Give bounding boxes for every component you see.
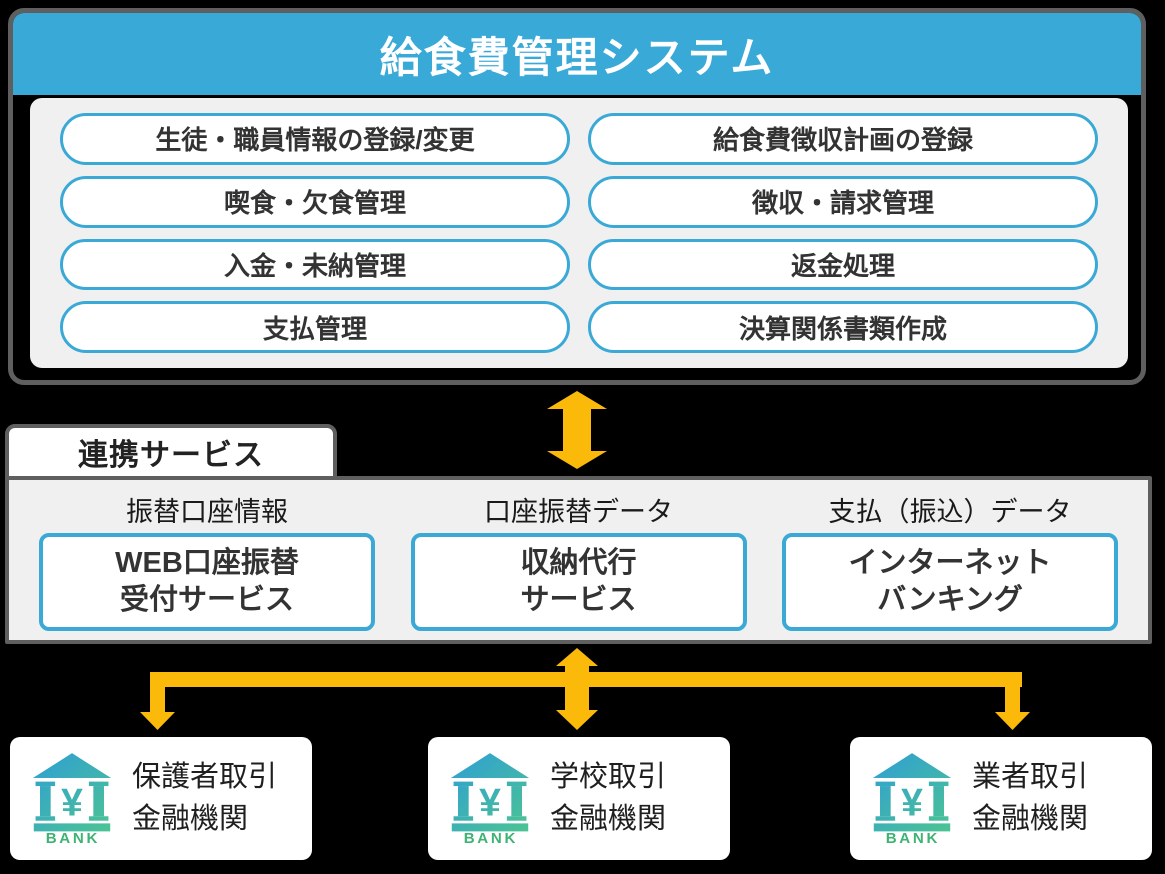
- bank-text: 学校取引 金融機関: [550, 757, 666, 839]
- module-deposit-arrears-management: 入金・未納管理: [60, 238, 570, 291]
- system-box: 給食費管理システム 生徒・職員情報の登録/変更 給食費徴収計画の登録 喫食・欠食…: [8, 8, 1146, 385]
- yen-symbol: ¥: [479, 781, 501, 824]
- services-panel: 振替口座情報 WEB口座振替 受付サービス 口座振替データ 収納代行 サービス …: [5, 476, 1152, 644]
- bank-line2: 金融機関: [550, 802, 667, 835]
- arrow-system-services: [547, 391, 607, 469]
- arrow-bar: [150, 672, 1022, 687]
- bank-box-guardian: ¥ BANK 保護者取引 金融機関: [10, 737, 312, 860]
- module-student-staff-registration: 生徒・職員情報の登録/変更: [60, 113, 570, 165]
- bank-label: BANK: [46, 830, 100, 845]
- yen-symbol: ¥: [61, 781, 83, 824]
- yen-symbol: ¥: [901, 781, 923, 824]
- module-refund-processing: 返金処理: [588, 238, 1098, 291]
- bank-box-school: ¥ BANK 学校取引 金融機関: [428, 737, 730, 860]
- bank-box-vendor: ¥ BANK 業者取引 金融機関: [850, 737, 1152, 860]
- service-box-line2: バンキング: [877, 584, 1023, 616]
- module-collection-billing-management: 徴収・請求管理: [588, 175, 1098, 228]
- bank-text: 保護者取引 金融機関: [132, 757, 277, 839]
- bank-line1: 業者取引: [972, 761, 1089, 794]
- bank-line2: 金融機関: [132, 802, 249, 835]
- service-box-line2: サービス: [520, 584, 637, 616]
- bank-icon: ¥ BANK: [872, 753, 952, 845]
- services-tab-label: 連携サービス: [78, 439, 264, 472]
- bank-label: BANK: [886, 830, 940, 845]
- service-label-transfer-account-info: 振替口座情報: [126, 496, 288, 527]
- bank-line2: 金融機関: [972, 802, 1089, 835]
- service-box-internet-banking: インターネット バンキング: [782, 533, 1118, 631]
- bank-icon: ¥ BANK: [32, 753, 112, 845]
- module-fee-collection-plan: 給食費徴収計画の登録: [588, 113, 1098, 165]
- service-box-line1: WEB口座振替: [115, 546, 299, 579]
- bank-text: 業者取引 金融機関: [972, 757, 1088, 839]
- module-meal-absence-management: 喫食・欠食管理: [60, 175, 570, 228]
- bank-icon: ¥ BANK: [450, 753, 530, 845]
- service-box-web-account-transfer: WEB口座振替 受付サービス: [39, 533, 375, 631]
- service-box-line1: 収納代行: [520, 546, 637, 579]
- services-tab: 連携サービス: [5, 424, 337, 480]
- module-payment-management: 支払管理: [60, 301, 570, 353]
- bank-line1: 保護者取引: [132, 761, 278, 794]
- module-settlement-documents: 決算関係書類作成: [588, 301, 1098, 353]
- bank-label: BANK: [464, 830, 518, 845]
- service-box-line1: インターネット: [848, 546, 1052, 579]
- service-label-payment-data: 支払（振込）データ: [828, 496, 1072, 527]
- service-box-collection-agency: 収納代行 サービス: [410, 533, 747, 631]
- bank-line1: 学校取引: [550, 761, 667, 794]
- service-col-account-transfer-data: 口座振替データ 収納代行 サービス: [410, 490, 747, 640]
- system-header: 給食費管理システム: [13, 13, 1141, 95]
- system-modules-panel: 生徒・職員情報の登録/変更 給食費徴収計画の登録 喫食・欠食管理 徴収・請求管理…: [30, 98, 1128, 368]
- service-label-account-transfer-data: 口座振替データ: [484, 496, 673, 527]
- service-box-line2: 受付サービス: [119, 584, 294, 616]
- system-title: 給食費管理システム: [379, 33, 775, 81]
- service-col-payment-data: 支払（振込）データ インターネット バンキング: [782, 490, 1118, 640]
- service-col-transfer-account-info: 振替口座情報 WEB口座振替 受付サービス: [39, 490, 375, 640]
